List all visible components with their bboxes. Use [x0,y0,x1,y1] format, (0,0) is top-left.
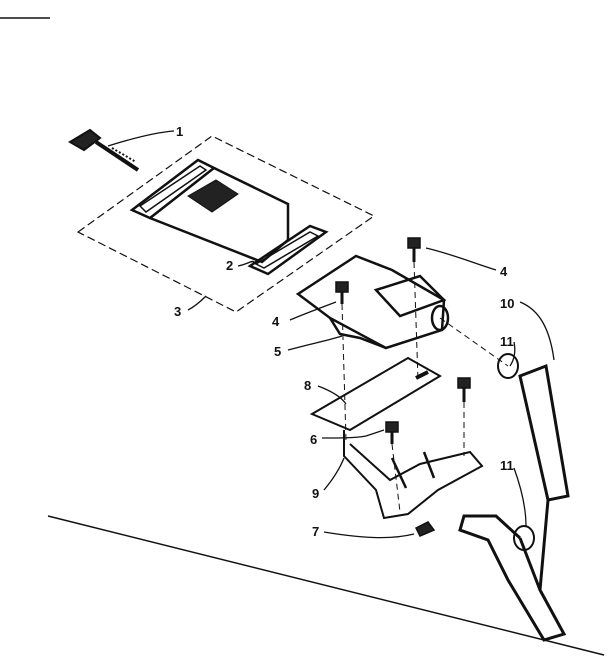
gasket [247,224,329,276]
callout-9: 9 [312,486,319,501]
filter-pad [187,179,239,213]
callout-4-upper: 4 [500,264,508,279]
callout-11-upper: 11 [500,334,514,349]
alignment-lines [341,261,509,513]
filter-assembly-outline [76,135,376,313]
leader-lines [107,130,555,539]
hose-clamp [497,353,535,551]
callout-7: 7 [312,524,319,539]
mounting-bracket [343,430,484,520]
screw [385,377,471,444]
callout-4-lower: 4 [272,314,280,329]
floor-line [47,515,605,656]
callout-2: 2 [226,258,233,273]
callout-3: 3 [174,304,181,319]
callout-11-lower: 11 [500,458,514,473]
valve-handle [68,128,140,172]
deflector-plate [309,356,442,432]
clip [414,521,436,537]
mounting-screw [335,237,421,304]
callout-6: 6 [310,432,317,447]
water-manifold [295,254,450,350]
callout-8: 8 [304,378,311,393]
callout-10: 10 [500,296,514,311]
callout-1: 1 [176,124,183,139]
drain-hose [458,363,570,642]
callout-5: 5 [274,344,281,359]
